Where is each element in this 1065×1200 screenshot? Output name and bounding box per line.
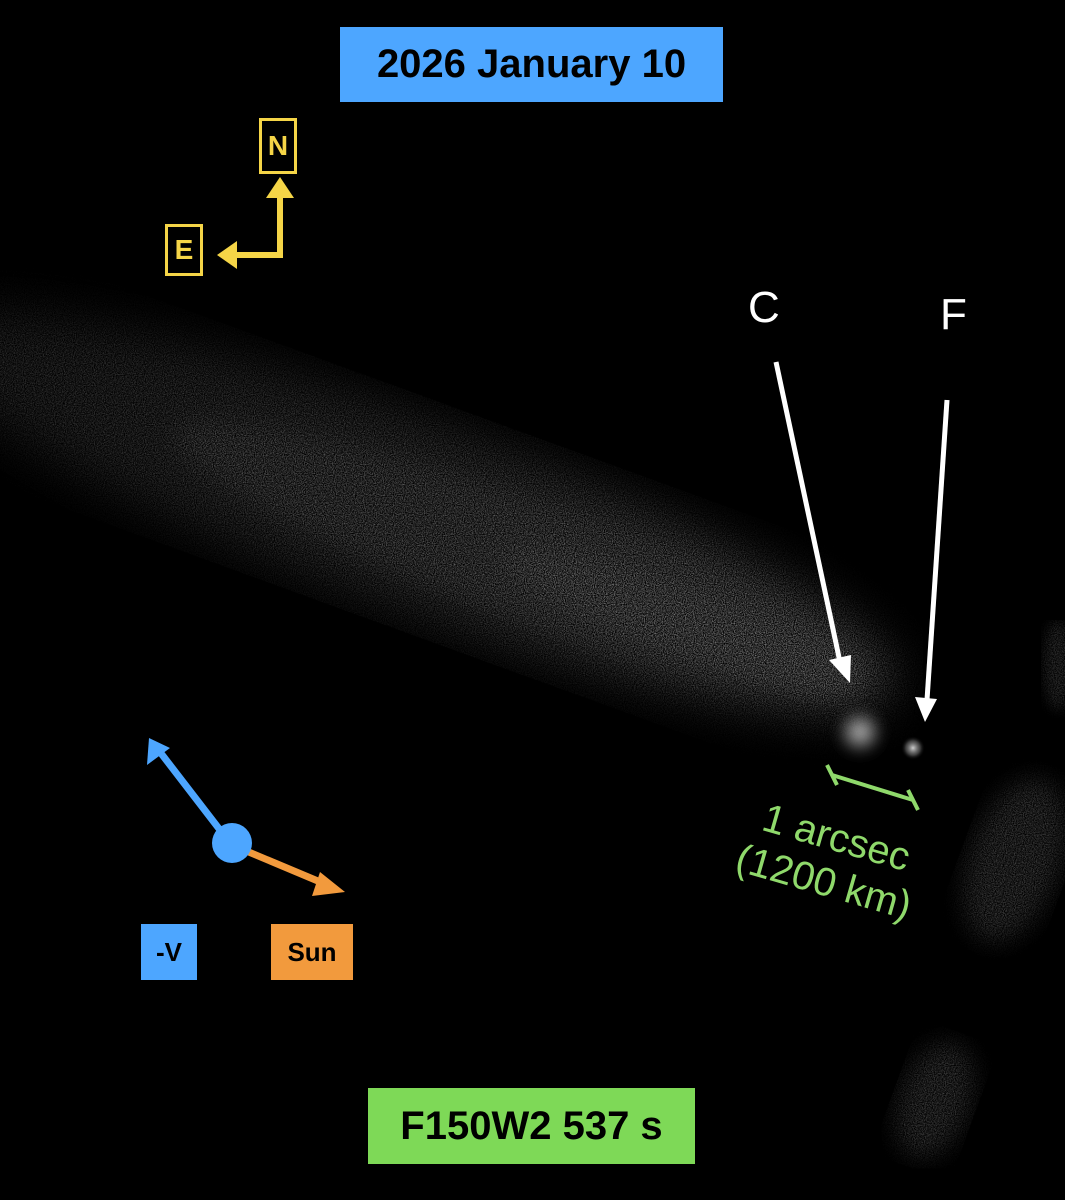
velocity-label: -V (141, 924, 197, 980)
velocity-arrow (147, 738, 233, 846)
fragment-f-nucleus (901, 736, 925, 760)
vector-origin (212, 823, 252, 863)
fragment-f-label: F (940, 290, 967, 339)
sun-label: Sun (271, 924, 353, 980)
filter-exposure-label: F150W2 537 s (368, 1088, 695, 1164)
compass-arrows (217, 177, 294, 269)
date-label: 2026 January 10 (340, 27, 723, 102)
compass-east-label: E (165, 224, 203, 276)
compass-north-label: N (259, 118, 297, 174)
fragment-c-label: C (748, 283, 780, 332)
fragment-c-nucleus (834, 706, 886, 758)
scale-bar (825, 764, 920, 811)
fragment-c-arrow (773, 361, 851, 683)
dust-tail (0, 310, 892, 709)
fragment-f-arrow (915, 399, 950, 722)
detector-artifacts (896, 620, 1065, 1158)
